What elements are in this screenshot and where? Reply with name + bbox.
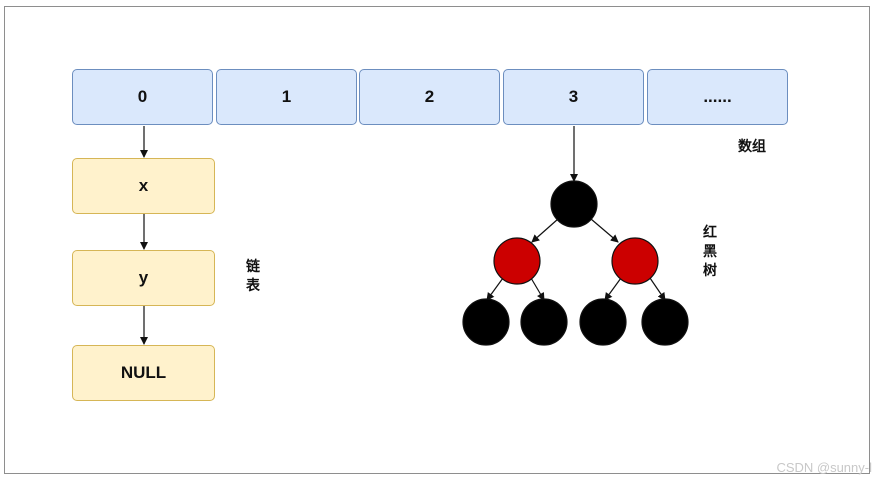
array-label: 数组: [738, 139, 766, 155]
edge-root-left: [531, 218, 559, 243]
array-cell-0: 0: [72, 69, 213, 125]
edge-root-right: [590, 218, 619, 243]
edge-red2-rl: [604, 277, 622, 301]
tree-node-root: [550, 180, 598, 228]
list-node-null: NULL: [72, 345, 215, 401]
tree-leaf-4: [641, 298, 689, 346]
tree-node-red-left: [493, 237, 541, 285]
list-node-y: y: [72, 250, 215, 306]
edge-red1-lr: [530, 277, 545, 301]
rb-tree-label: 红 黑 树: [703, 225, 717, 279]
array-cell-2: 2: [359, 69, 500, 125]
array-cell-ellipsis: ......: [647, 69, 788, 125]
list-node-x: x: [72, 158, 215, 214]
edge-red2-rr: [649, 277, 666, 301]
array-cell-3: 3: [503, 69, 644, 125]
linked-list-label: 链 表: [246, 259, 260, 294]
edge-red1-ll: [486, 277, 504, 301]
watermark: CSDN @sunny-l: [776, 460, 872, 475]
tree-leaf-2: [520, 298, 568, 346]
array-cell-1: 1: [216, 69, 357, 125]
tree-leaf-1: [462, 298, 510, 346]
tree-leaf-3: [579, 298, 627, 346]
tree-node-red-right: [611, 237, 659, 285]
